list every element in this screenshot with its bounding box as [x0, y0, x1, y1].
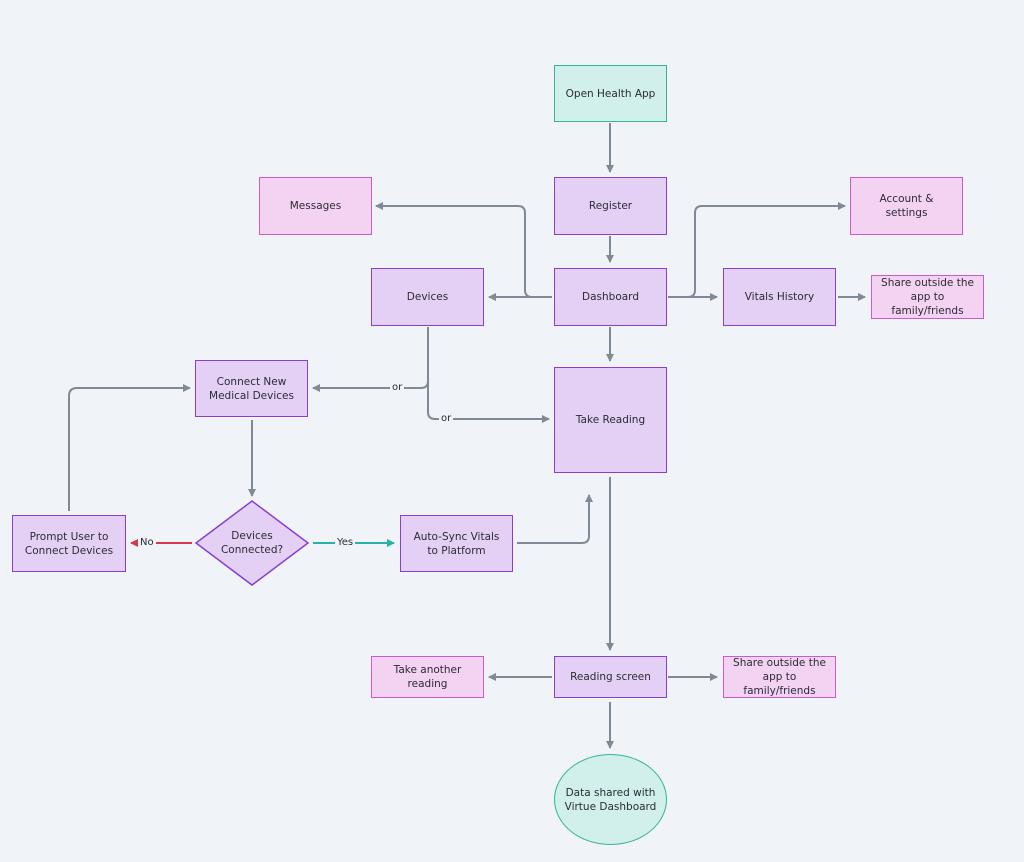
node-account-settings: Account & settings	[850, 177, 963, 235]
node-auto-sync: Auto-Sync Vitals to Platform	[400, 515, 513, 572]
edge-autosync-to-take-reading	[517, 494, 593, 544]
node-prompt-user: Prompt User to Connect Devices	[12, 515, 126, 572]
edge-devices-to-connect	[312, 327, 429, 392]
node-data-shared: Data shared with Virtue Dashboard	[554, 754, 667, 845]
node-take-another-reading: Take another reading	[371, 656, 484, 698]
node-open-health-app: Open Health App	[554, 65, 667, 122]
edge-devices-to-take-reading	[427, 327, 550, 423]
node-register: Register	[554, 177, 667, 235]
node-take-reading: Take Reading	[554, 367, 667, 473]
node-share-reading: Share outside the app to family/friends	[723, 656, 836, 698]
node-share-vitals: Share outside the app to family/friends	[871, 275, 984, 319]
node-vitals-history: Vitals History	[723, 268, 836, 326]
node-messages: Messages	[259, 177, 372, 235]
edge-label-yes: Yes	[335, 537, 356, 549]
edge-label-or-take: or	[439, 413, 454, 425]
edge-label-or-connect: or	[390, 382, 405, 394]
node-dashboard: Dashboard	[554, 268, 667, 326]
decision-diamond-shape	[194, 500, 310, 586]
node-devices: Devices	[371, 268, 484, 326]
node-connect-new-devices: Connect New Medical Devices	[195, 360, 308, 417]
edge-label-no: No	[138, 537, 156, 549]
node-reading-screen: Reading screen	[554, 656, 667, 698]
edge-prompt-to-connect	[68, 384, 191, 511]
node-devices-connected: Devices Connected?	[220, 530, 284, 556]
